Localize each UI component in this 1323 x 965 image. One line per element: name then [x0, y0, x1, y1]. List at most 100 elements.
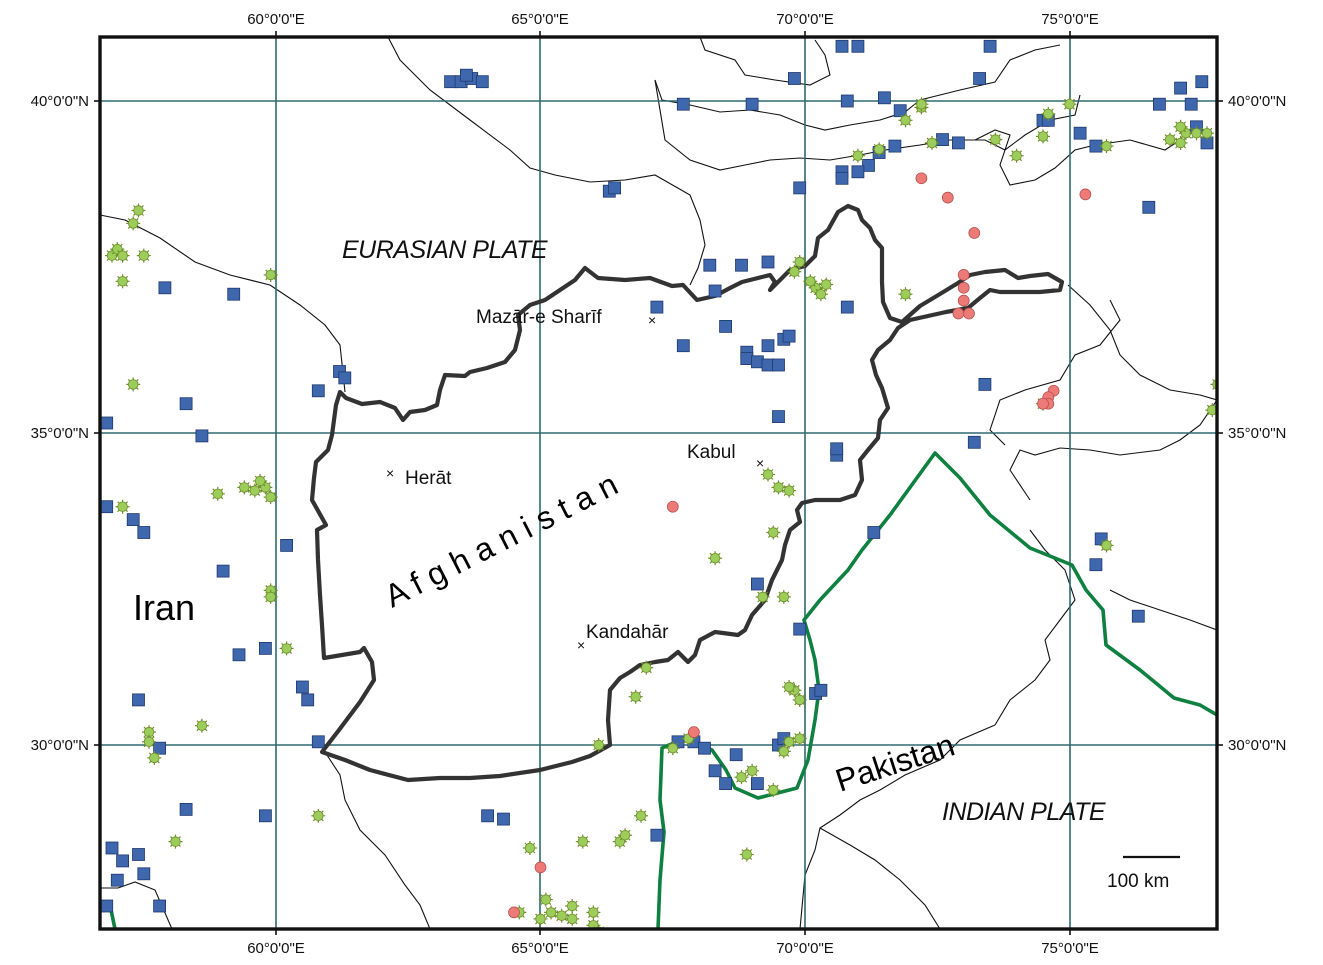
star-marker: [602, 931, 616, 945]
square-marker: [1184, 97, 1198, 111]
square-marker: [301, 693, 315, 707]
square-marker: [153, 899, 167, 913]
square-marker: [952, 136, 965, 150]
star-marker: [818, 276, 834, 293]
star-marker: [571, 938, 585, 952]
circle-marker: [941, 191, 954, 204]
square-marker: [745, 97, 759, 111]
star-marker: [210, 486, 226, 502]
city-kabul: × Kabul: [687, 442, 764, 471]
square-marker: [1073, 126, 1087, 140]
square-marker: [195, 429, 209, 443]
star-marker: [252, 473, 268, 489]
square-marker: [179, 397, 193, 411]
square-marker: [216, 564, 230, 578]
star-marker: [591, 737, 607, 753]
star-marker: [770, 479, 787, 495]
map-frame: [98, 35, 1219, 931]
square-marker: [729, 748, 743, 762]
square-marker: [761, 255, 775, 269]
square-marker: [676, 339, 690, 353]
circle-marker: [915, 172, 928, 185]
map-background: [100, 37, 1217, 929]
square-marker: [110, 873, 124, 887]
star-marker: [665, 740, 681, 756]
star-marker: [575, 833, 591, 850]
city-mazar-e-sharif: × Mazār-e Sharīf: [476, 307, 656, 328]
square-marker: [1216, 680, 1217, 694]
square-marker: [116, 854, 129, 868]
square-marker: [814, 683, 828, 697]
square-marker: [772, 410, 785, 424]
square-marker: [676, 97, 690, 111]
square-marker: [751, 577, 764, 591]
star-marker: [776, 589, 792, 605]
square-markers: [100, 39, 1217, 913]
square-marker: [740, 352, 754, 366]
square-marker: [650, 300, 664, 314]
star-marker: [802, 273, 818, 289]
star-marker: [792, 730, 808, 747]
star-marker: [538, 891, 554, 908]
star-marker: [1035, 128, 1051, 144]
star-marker: [776, 743, 792, 760]
city-label: Mazār-e Sharīf: [476, 307, 602, 328]
square-marker: [772, 358, 785, 372]
star-marker: [141, 734, 157, 750]
square-marker: [936, 133, 949, 147]
star-marker: [279, 640, 295, 657]
star-marker: [591, 924, 607, 929]
star-marker: [1172, 119, 1189, 135]
square-marker: [708, 764, 722, 778]
lon-label: 70°0'0"E: [776, 940, 834, 957]
star-marker: [633, 808, 649, 824]
star-marker: [792, 692, 808, 708]
square-marker: [1174, 81, 1187, 95]
square-marker: [973, 72, 986, 85]
country-boundaries: [100, 37, 1217, 929]
eurasian-plate-label: EURASIAN PLATE: [342, 236, 548, 264]
square-marker: [126, 513, 140, 526]
star-marker: [1008, 148, 1025, 164]
square-marker: [227, 287, 241, 301]
star-marker: [564, 898, 580, 914]
city-herat: × Herāt: [386, 465, 452, 489]
star-marker: [781, 679, 797, 695]
circle-marker: [534, 861, 547, 874]
lon-label: 60°0'0"E: [247, 11, 305, 28]
star-marker: [125, 215, 141, 231]
star-marker: [114, 273, 131, 289]
square-marker: [788, 72, 801, 85]
city-label: Herāt: [405, 468, 452, 489]
city-marker: ×: [756, 455, 764, 471]
square-marker: [983, 39, 997, 53]
lon-label: 70°0'0"E: [776, 11, 834, 28]
circle-marker: [688, 726, 700, 738]
square-marker: [793, 181, 807, 195]
lat-label: 40°0'0"N: [1228, 93, 1286, 110]
star-marker: [564, 911, 580, 927]
star-marker: [638, 660, 654, 676]
scale-bar-label: 100 km: [1107, 871, 1169, 892]
square-marker: [459, 68, 473, 82]
circle-marker: [957, 269, 970, 281]
star-marker: [1061, 96, 1078, 112]
square-marker: [280, 539, 294, 552]
star-marker: [850, 148, 866, 164]
iran-label: Iran: [133, 587, 195, 628]
square-marker: [893, 104, 907, 118]
square-marker: [1153, 97, 1166, 111]
star-marker: [755, 589, 771, 605]
indian-plate-label: INDIAN PLATE: [942, 798, 1106, 826]
circle-marker: [508, 906, 520, 919]
square-marker: [311, 735, 325, 749]
lon-label: 65°0'0"E: [511, 940, 569, 957]
square-marker: [978, 377, 992, 391]
circle-marker: [1079, 188, 1092, 201]
lat-label: 30°0'0"N: [1228, 737, 1286, 754]
square-marker: [867, 526, 881, 539]
square-marker: [703, 258, 717, 272]
star-marker: [146, 750, 162, 766]
scale-bar: 100 km: [1107, 855, 1180, 892]
